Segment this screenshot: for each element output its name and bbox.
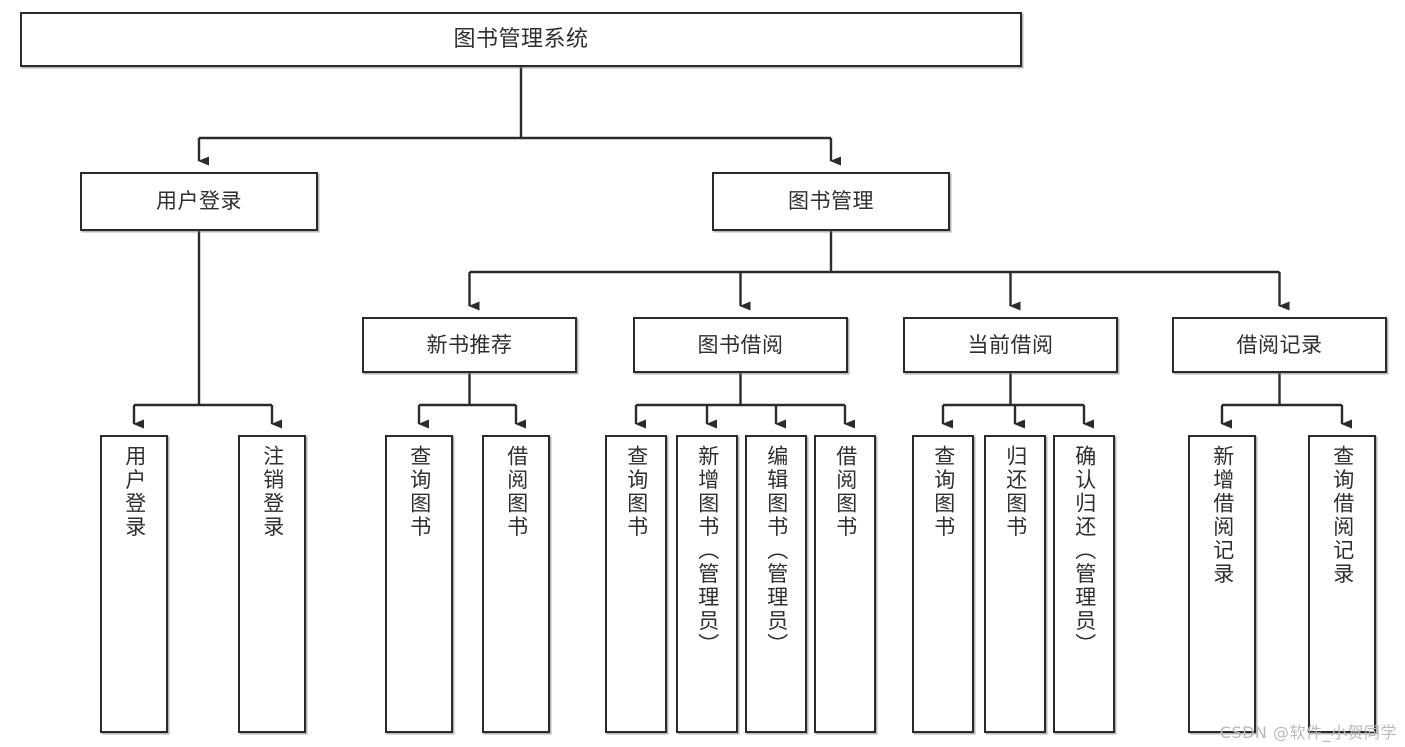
- node-label-b-edit: 编辑图书（管理员）: [764, 445, 789, 657]
- node-label-l-login: 用户登录: [122, 445, 147, 539]
- node-label-b-add: 新增图书（管理员）: [695, 445, 720, 657]
- node-label-c-query: 查询图书: [931, 445, 956, 539]
- node-label-newbook: 新书推荐: [426, 332, 513, 357]
- node-r-add[interactable]: 新增借阅记录: [1188, 435, 1256, 733]
- node-c-return[interactable]: 归还图书: [984, 435, 1046, 733]
- node-label-c-confirm: 确认归还（管理员）: [1072, 445, 1097, 657]
- node-b-borrow[interactable]: 借阅图书: [814, 435, 876, 733]
- node-newbook[interactable]: 新书推荐: [362, 317, 577, 373]
- node-label-n-query: 查询图书: [407, 445, 432, 539]
- node-bookmgmt[interactable]: 图书管理: [712, 172, 950, 231]
- node-c-query[interactable]: 查询图书: [912, 435, 974, 733]
- node-label-root: 图书管理系统: [453, 26, 589, 52]
- node-label-b-borrow: 借阅图书: [833, 445, 858, 539]
- node-borrowrec[interactable]: 借阅记录: [1172, 317, 1387, 373]
- node-login[interactable]: 用户登录: [80, 172, 318, 231]
- node-label-c-return: 归还图书: [1003, 445, 1028, 539]
- node-borrowbook[interactable]: 图书借阅: [633, 317, 848, 373]
- node-label-r-add: 新增借阅记录: [1210, 445, 1235, 586]
- node-label-l-logout: 注销登录: [260, 445, 285, 539]
- csdn-watermark: CSDN @软件_小贺同学: [1219, 723, 1397, 742]
- node-label-r-query: 查询借阅记录: [1330, 445, 1355, 586]
- node-root[interactable]: 图书管理系统: [20, 12, 1022, 67]
- node-n-borrow[interactable]: 借阅图书: [482, 435, 550, 733]
- node-label-currborrow: 当前借阅: [967, 332, 1054, 357]
- node-b-query[interactable]: 查询图书: [605, 435, 667, 733]
- node-label-login: 用户登录: [156, 189, 242, 214]
- node-r-query[interactable]: 查询借阅记录: [1308, 435, 1376, 733]
- node-currborrow[interactable]: 当前借阅: [903, 317, 1118, 373]
- node-b-edit[interactable]: 编辑图书（管理员）: [745, 435, 807, 733]
- node-l-login[interactable]: 用户登录: [100, 435, 168, 733]
- node-label-borrowbook: 图书借阅: [697, 332, 784, 357]
- node-label-borrowrec: 借阅记录: [1236, 332, 1323, 357]
- node-c-confirm[interactable]: 确认归还（管理员）: [1053, 435, 1115, 733]
- node-label-b-query: 查询图书: [624, 445, 649, 539]
- node-label-bookmgmt: 图书管理: [788, 189, 874, 214]
- node-l-logout[interactable]: 注销登录: [238, 435, 306, 733]
- node-n-query[interactable]: 查询图书: [385, 435, 453, 733]
- node-label-n-borrow: 借阅图书: [504, 445, 529, 539]
- node-b-add[interactable]: 新增图书（管理员）: [676, 435, 738, 733]
